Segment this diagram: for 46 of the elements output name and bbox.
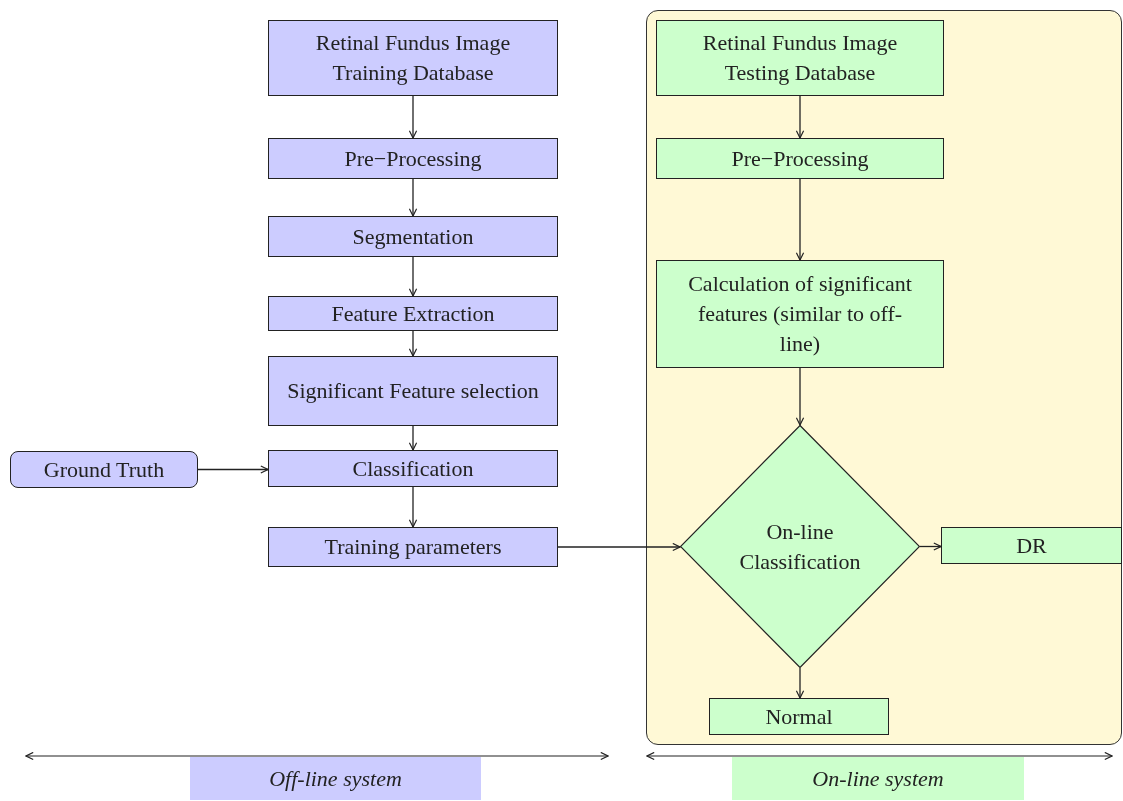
arrow bbox=[408, 330, 418, 357]
process-box bbox=[268, 527, 558, 567]
system-label bbox=[190, 757, 481, 800]
process-box bbox=[268, 216, 558, 257]
node-text: DR bbox=[1015, 531, 1048, 560]
process-box bbox=[268, 356, 558, 426]
arrow bbox=[197, 465, 269, 474]
node-text: Off-line system bbox=[268, 764, 403, 793]
node-text: Ground Truth bbox=[42, 455, 166, 484]
arrow bbox=[408, 486, 418, 528]
rounded-box bbox=[10, 451, 198, 488]
arrow bbox=[795, 367, 805, 426]
process-box bbox=[268, 138, 558, 179]
node-text: Calculation of significant features (similar to off-line) bbox=[687, 270, 913, 358]
arrow bbox=[408, 178, 418, 217]
node-text: Training parameters bbox=[323, 533, 503, 562]
node-text: Feature Extraction bbox=[330, 299, 496, 328]
arrow bbox=[795, 667, 805, 699]
process-box bbox=[656, 138, 944, 179]
node-text: On-line Classification bbox=[738, 517, 862, 576]
node-text: Retinal Fundus Image Training Database bbox=[314, 29, 512, 87]
node-text: Segmentation bbox=[351, 222, 475, 251]
node-text: Significant Feature selection bbox=[286, 377, 540, 406]
arrow bbox=[795, 178, 805, 261]
decision-diamond bbox=[680, 425, 920, 668]
arrow bbox=[408, 425, 418, 451]
node-text: Classification bbox=[351, 454, 475, 483]
process-box bbox=[656, 260, 944, 368]
process-box bbox=[268, 296, 558, 331]
process-box bbox=[709, 698, 889, 735]
system-panel bbox=[646, 10, 1122, 745]
arrow bbox=[557, 542, 681, 552]
process-box bbox=[941, 527, 1122, 564]
arrow bbox=[919, 542, 942, 551]
system-label bbox=[732, 757, 1024, 800]
process-box bbox=[268, 20, 558, 96]
node-text: Normal bbox=[764, 702, 834, 731]
process-box bbox=[656, 20, 944, 96]
arrow bbox=[795, 95, 805, 139]
process-box bbox=[268, 450, 558, 487]
node-text: Pre−Processing bbox=[730, 144, 870, 173]
arrow bbox=[408, 95, 418, 139]
arrow bbox=[408, 256, 418, 297]
node-text: On-line system bbox=[811, 764, 945, 793]
node-text: Retinal Fundus Image Testing Database bbox=[701, 29, 899, 87]
node-text: Pre−Processing bbox=[343, 144, 483, 173]
